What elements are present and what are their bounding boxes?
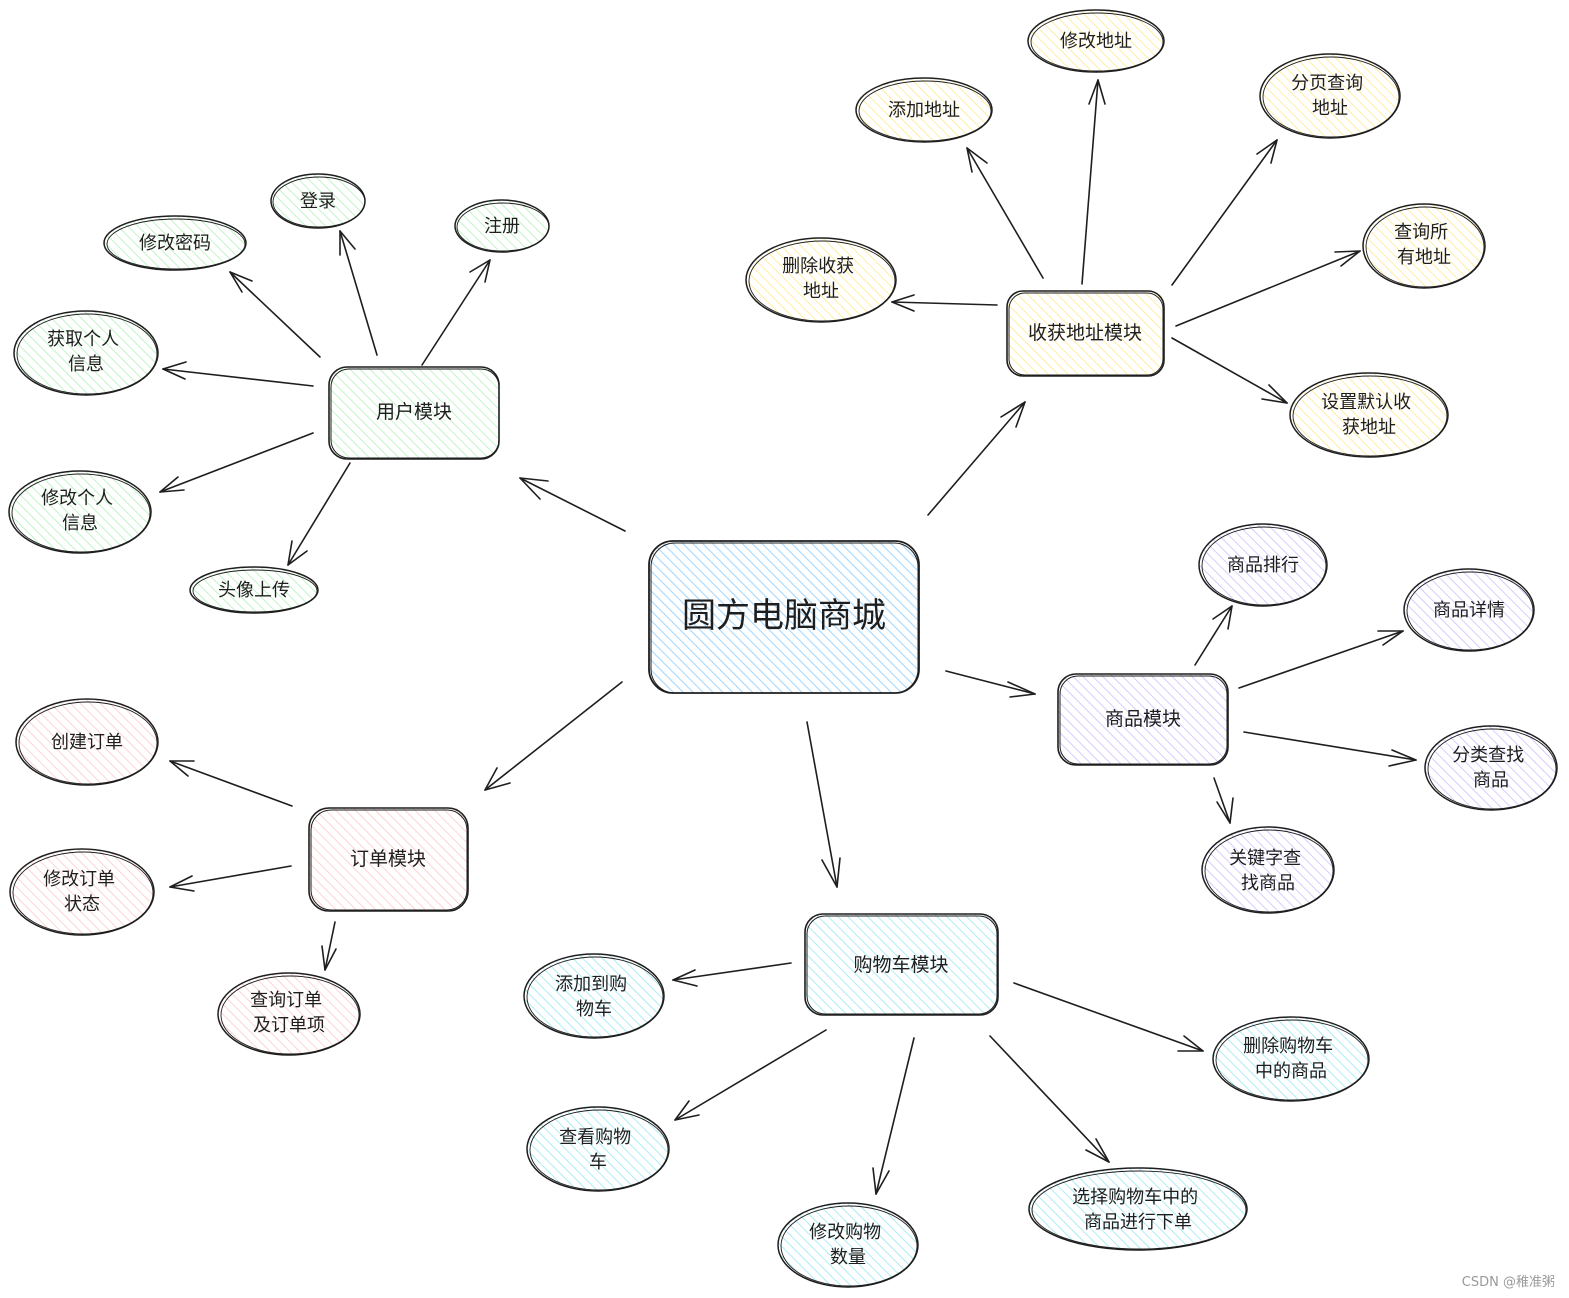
leaf-create-order[interactable]: 创建订单	[15, 698, 159, 786]
arrow-address-to-add	[966, 147, 1044, 279]
leaf-edit-address-label: 修改地址	[1060, 31, 1132, 52]
leaf-get-user-info-label: 获取个人 信息	[47, 329, 125, 375]
arrow-cart-to-checkout	[989, 1035, 1110, 1163]
leaf-change-password[interactable]: 修改密码	[103, 215, 247, 271]
arrow-product-to-detail	[1238, 630, 1404, 689]
leaf-default-address-label: 设置默认收 获地址	[1321, 392, 1417, 438]
leaf-view-cart-label: 查看购物 车	[559, 1127, 637, 1173]
leaf-query-order[interactable]: 查询订单 及订单项	[217, 972, 361, 1056]
leaf-upload-avatar[interactable]: 头像上传	[189, 566, 319, 614]
leaf-category-search-label: 分类查找 商品	[1452, 745, 1530, 791]
leaf-category-search[interactable]: 分类查找 商品	[1424, 725, 1558, 811]
leaf-get-user-info[interactable]: 获取个人 信息	[13, 310, 159, 396]
arrow-center-to-cart	[806, 721, 841, 888]
leaf-default-address[interactable]: 设置默认收 获地址	[1289, 372, 1449, 458]
leaf-create-order-label: 创建订单	[51, 732, 123, 753]
leaf-edit-user-info[interactable]: 修改个人 信息	[8, 470, 152, 554]
leaf-paged-address-label: 分页查询 地址	[1291, 73, 1369, 119]
arrow-order-to-edit-status	[169, 865, 292, 892]
leaf-all-address-label: 查询所 有地址	[1394, 222, 1454, 268]
leaf-delete-address[interactable]: 删除收获 地址	[745, 237, 897, 323]
module-cart-label: 购物车模块	[853, 954, 948, 976]
arrow-product-to-keyword	[1213, 777, 1234, 824]
arrow-cart-to-add	[672, 962, 792, 987]
connectors	[159, 79, 1417, 1195]
leaf-delete-cart-item-label: 删除购物车 中的商品	[1243, 1036, 1339, 1082]
leaf-product-rank-label: 商品排行	[1227, 555, 1299, 576]
leaf-delete-cart-item[interactable]: 删除购物车 中的商品	[1212, 1016, 1370, 1102]
module-order[interactable]: 订单模块	[308, 807, 469, 912]
leaf-upload-avatar-label: 头像上传	[218, 580, 290, 601]
leaf-all-address[interactable]: 查询所 有地址	[1362, 203, 1486, 289]
arrow-center-to-order	[484, 681, 623, 791]
center-node[interactable]: 圆方电脑商城	[648, 540, 920, 694]
arrow-address-to-all	[1175, 250, 1361, 327]
arrow-center-to-product	[945, 670, 1036, 698]
leaf-register-label: 注册	[484, 216, 520, 237]
arrow-user-to-edit-info	[159, 432, 314, 493]
arrow-user-to-login	[339, 230, 378, 356]
leaf-edit-cart-qty[interactable]: 修改购物 数量	[777, 1202, 919, 1288]
arrow-product-to-rank	[1194, 605, 1233, 666]
leaf-add-to-cart[interactable]: 添加到购 物车	[523, 953, 665, 1039]
arrow-address-to-paged	[1171, 139, 1278, 286]
arrow-cart-to-edit-qty	[872, 1037, 915, 1195]
leaf-checkout-selected[interactable]: 选择购物车中的 商品进行下单	[1028, 1167, 1248, 1251]
leaf-add-address[interactable]: 添加地址	[855, 77, 993, 143]
module-product-label: 商品模块	[1105, 708, 1181, 730]
leaf-delete-address-label: 删除收获 地址	[782, 256, 860, 302]
center-node-label: 圆方电脑商城	[682, 596, 886, 636]
arrow-user-to-register	[421, 259, 491, 366]
module-address-label: 收获地址模块	[1028, 322, 1142, 344]
leaf-product-detail-label: 商品详情	[1433, 600, 1505, 621]
arrow-cart-to-view	[674, 1029, 827, 1121]
leaf-edit-order-status[interactable]: 修改订单 状态	[9, 848, 155, 936]
leaf-view-cart[interactable]: 查看购物 车	[526, 1106, 670, 1192]
arrow-user-to-get-info	[162, 361, 314, 387]
leaf-edit-order-status-label: 修改订单 状态	[43, 869, 121, 915]
watermark: CSDN @稚准粥	[1461, 1275, 1555, 1290]
leaf-paged-address[interactable]: 分页查询 地址	[1259, 53, 1401, 139]
module-cart[interactable]: 购物车模块	[804, 913, 999, 1016]
leaf-login[interactable]: 登录	[270, 173, 366, 229]
arrow-order-to-create	[169, 760, 293, 807]
module-user-label: 用户模块	[376, 401, 452, 423]
module-user[interactable]: 用户模块	[328, 366, 500, 460]
arrow-address-to-delete	[891, 294, 998, 312]
arrow-center-to-user	[519, 477, 626, 532]
leaf-register[interactable]: 注册	[454, 199, 550, 253]
arrow-product-to-category	[1243, 731, 1417, 767]
leaf-add-to-cart-label: 添加到购 物车	[555, 974, 633, 1020]
leaf-keyword-search[interactable]: 关键字查 找商品	[1201, 826, 1335, 914]
leaf-edit-cart-qty-label: 修改购物 数量	[809, 1222, 887, 1268]
module-address[interactable]: 收获地址模块	[1006, 290, 1165, 377]
leaf-edit-address[interactable]: 修改地址	[1027, 9, 1165, 73]
leaf-query-order-label: 查询订单 及订单项	[250, 990, 328, 1036]
leaf-edit-user-info-label: 修改个人 信息	[41, 488, 119, 534]
leaf-checkout-selected-label: 选择购物车中的 商品进行下单	[1072, 1187, 1204, 1233]
leaf-change-password-label: 修改密码	[139, 233, 211, 254]
arrow-order-to-query	[321, 921, 337, 971]
module-order-label: 订单模块	[350, 848, 426, 870]
arrow-cart-to-delete	[1013, 982, 1204, 1052]
leaf-product-detail[interactable]: 商品详情	[1403, 568, 1535, 652]
leaf-add-address-label: 添加地址	[888, 100, 960, 121]
arrow-address-to-default	[1171, 337, 1288, 404]
arrow-user-to-change-password	[229, 271, 321, 358]
leaf-product-rank[interactable]: 商品排行	[1198, 523, 1328, 607]
leaf-login-label: 登录	[300, 191, 336, 212]
arrow-address-to-edit	[1081, 79, 1106, 285]
leaf-keyword-search-label: 关键字查 找商品	[1229, 848, 1307, 894]
module-product[interactable]: 商品模块	[1057, 673, 1229, 766]
arrow-center-to-address	[927, 401, 1026, 516]
arrow-user-to-avatar	[287, 462, 351, 566]
